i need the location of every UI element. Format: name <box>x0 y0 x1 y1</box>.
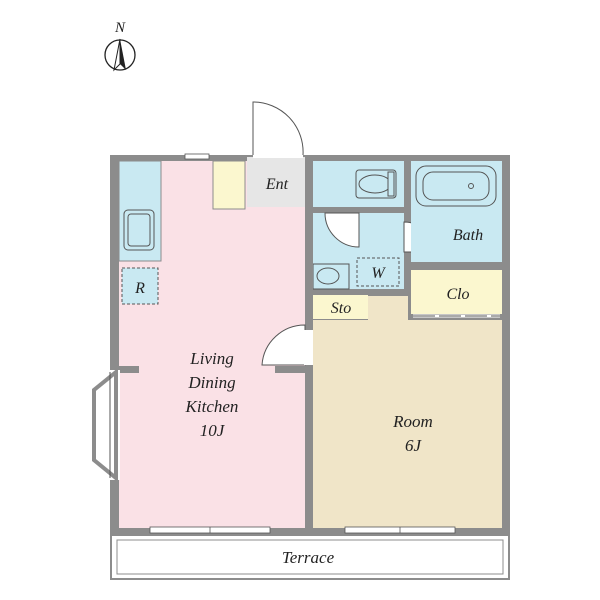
sink-basin <box>127 213 151 247</box>
living-label-3: Kitchen <box>185 397 239 416</box>
storage <box>313 295 368 319</box>
living-label-1: Living <box>189 349 233 368</box>
entrance <box>247 157 305 207</box>
room-6j <box>313 320 502 528</box>
washbasin-bowl <box>316 267 340 285</box>
room-size-label: 6J <box>405 436 423 455</box>
storage-label: Sto <box>331 300 351 317</box>
compass-label: N <box>114 20 126 36</box>
toilet-tank <box>387 171 395 197</box>
lkd-wall-stub <box>119 366 139 373</box>
fridge-space <box>121 267 159 305</box>
fridge-label: R <box>134 280 145 297</box>
bath-label: Bath <box>453 227 483 244</box>
terrace-rail <box>116 539 504 575</box>
entrance-door-swing-icon[interactable] <box>252 101 304 156</box>
bathtub-basin <box>422 171 490 201</box>
living-size-label: 10J <box>200 421 226 440</box>
room-6j-nook <box>368 296 408 320</box>
room-door-swing-icon[interactable] <box>261 324 306 366</box>
hall-wall-stub <box>275 366 313 373</box>
washer-label: W <box>371 265 386 282</box>
bathtub-drain-icon <box>468 183 474 189</box>
room-door-gap <box>304 330 313 365</box>
sink-icon <box>123 209 155 251</box>
bathtub-icon <box>415 165 497 207</box>
closet <box>411 270 502 314</box>
shoe-cabinet <box>212 160 246 210</box>
entrance-door-gap <box>253 154 303 158</box>
bay-window-icon <box>92 367 118 483</box>
washer-space <box>356 257 400 287</box>
entrance-label: Ent <box>265 176 289 193</box>
closet-label: Clo <box>446 286 469 303</box>
compass: N <box>104 20 136 72</box>
window-top <box>184 153 210 160</box>
wash-door-swing-icon[interactable] <box>324 212 360 248</box>
wall-divider <box>305 161 313 293</box>
terrace <box>110 534 510 580</box>
north-arrow-fill-icon <box>120 39 126 70</box>
living-label-2: Dining <box>187 373 235 392</box>
room-label: Room <box>392 412 433 431</box>
washbasin-icon <box>312 263 350 290</box>
terrace-label: Terrace <box>282 548 335 567</box>
